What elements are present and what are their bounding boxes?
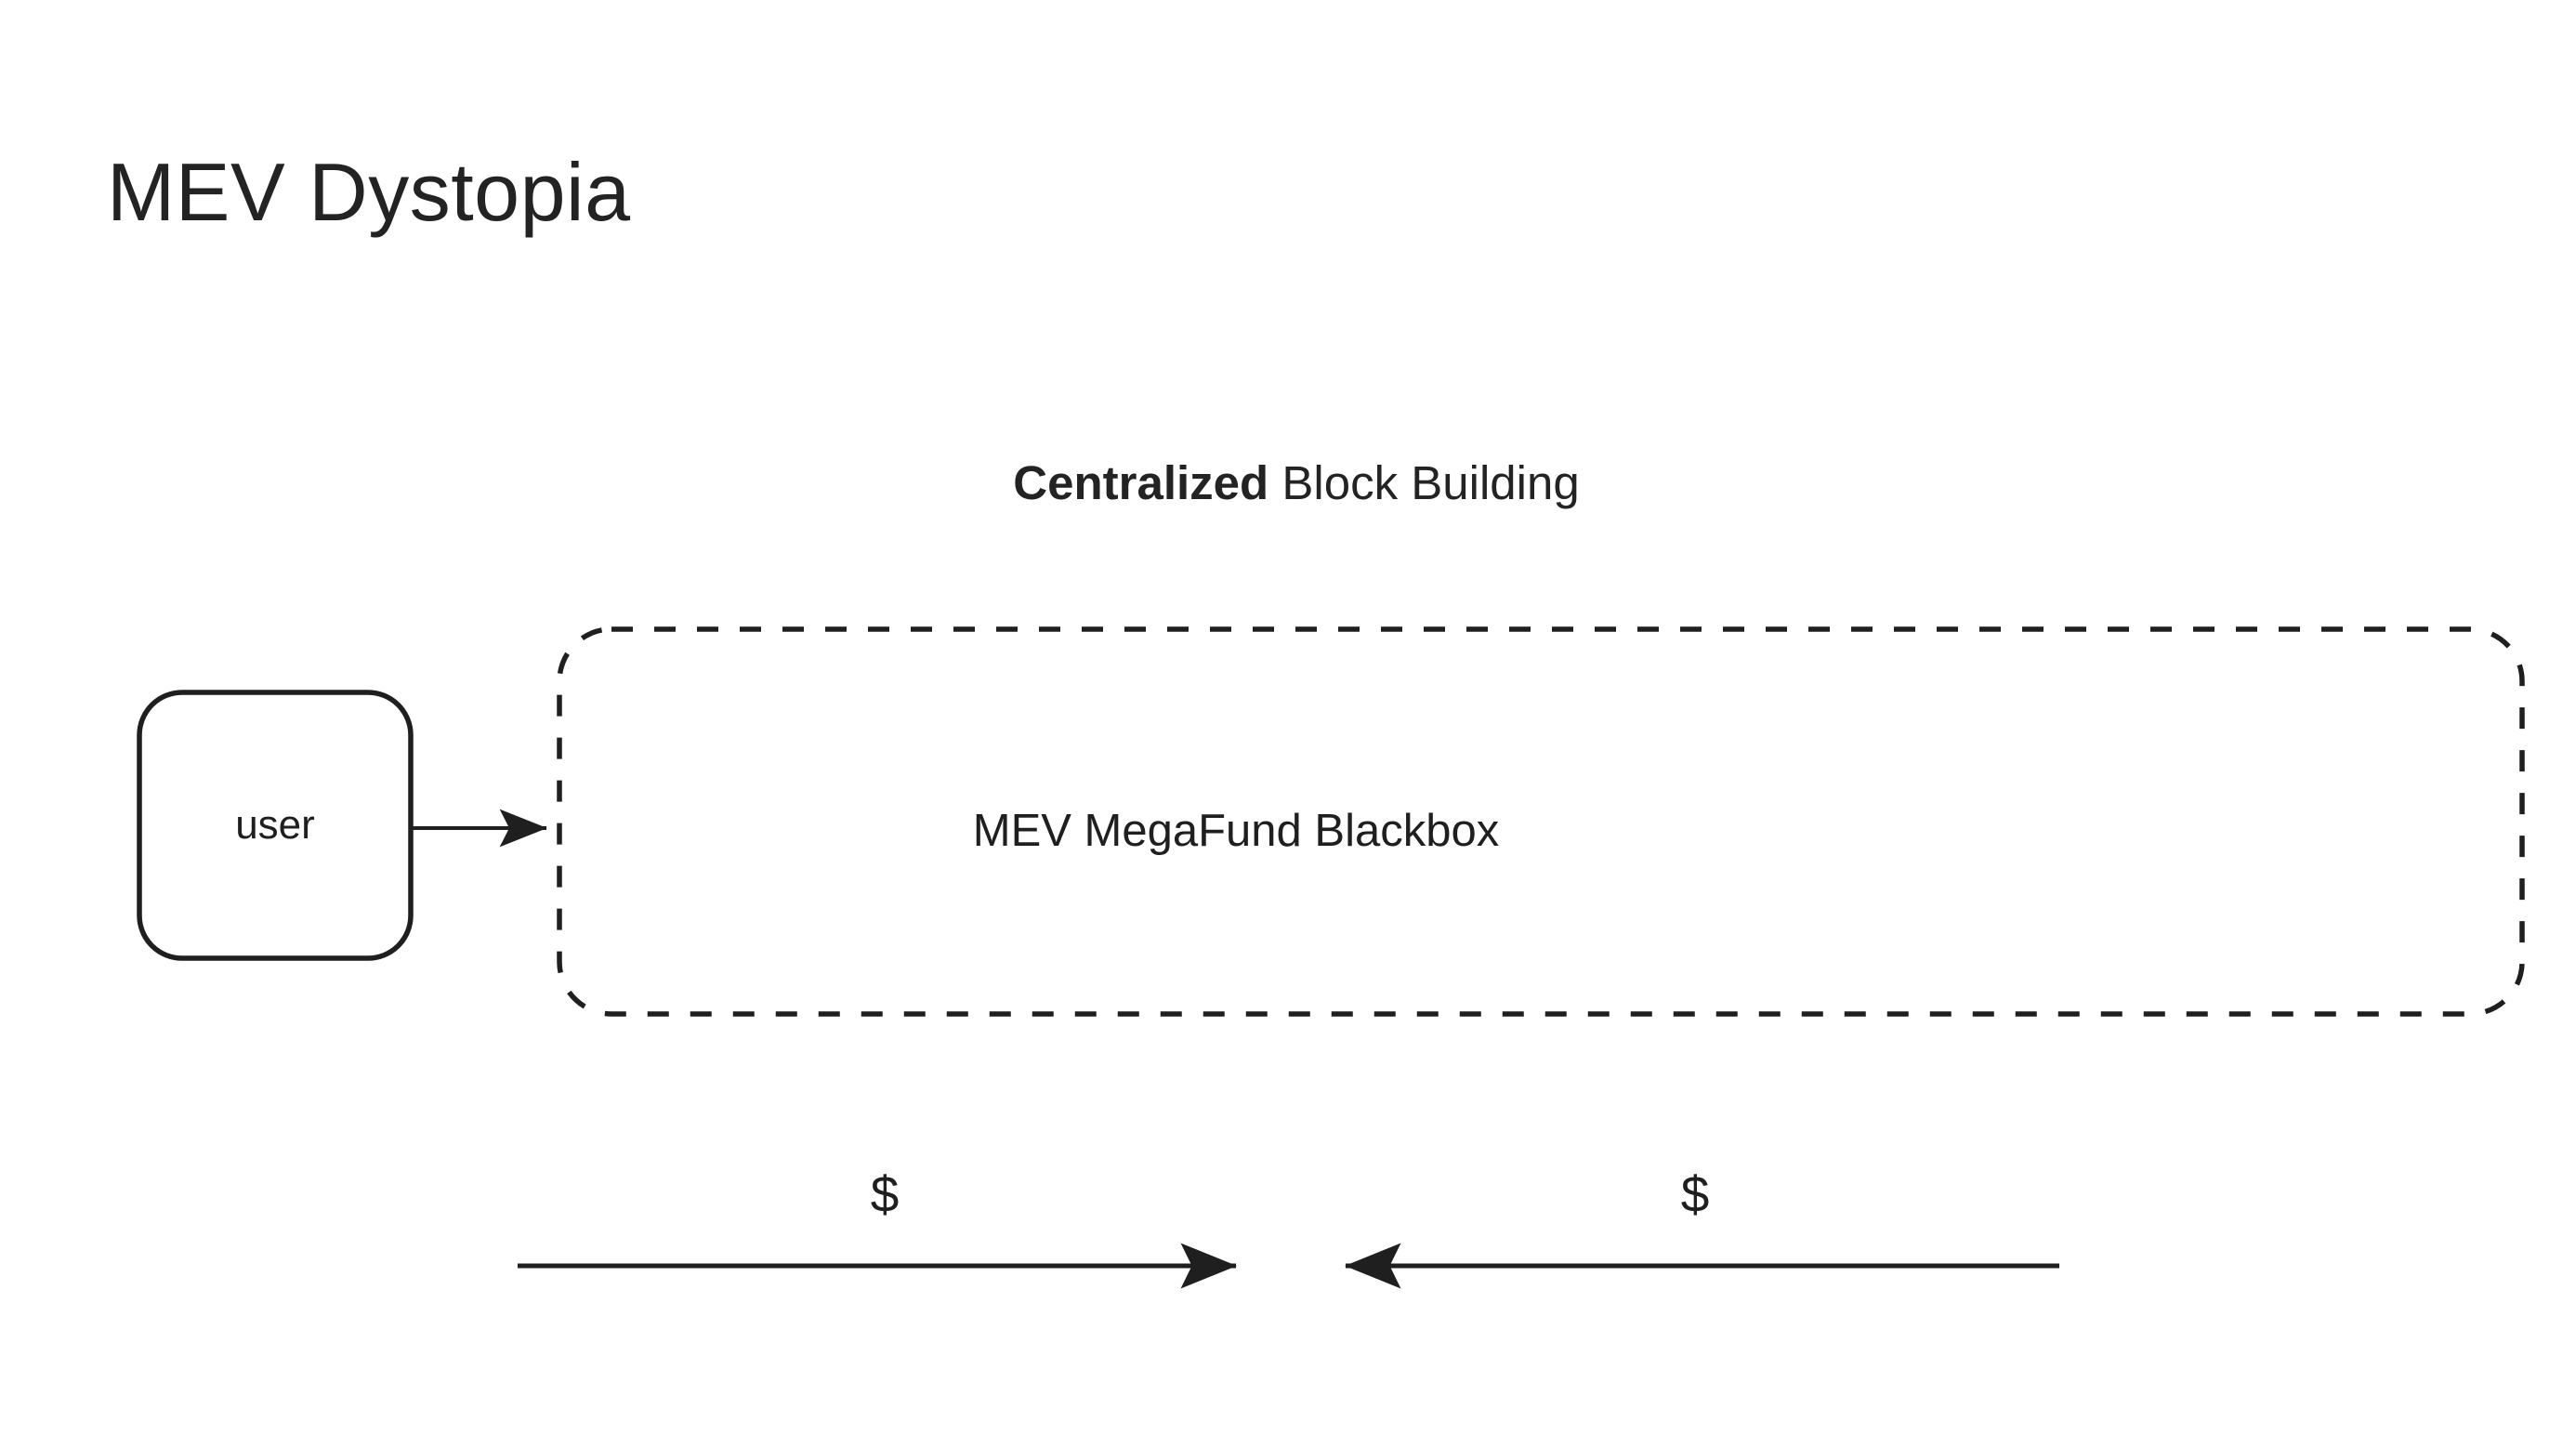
edge-value-in-label: $ — [1680, 1165, 1710, 1223]
section-heading-emphasis: Centralized — [1013, 456, 1269, 509]
edge-value-out-label: $ — [870, 1165, 900, 1223]
node-user-label: user — [235, 802, 315, 848]
page-title: MEV Dystopia — [107, 146, 631, 238]
node-blackbox-label: MEV MegaFund Blackbox — [972, 806, 1500, 856]
section-heading-rest: Block Building — [1268, 456, 1580, 509]
node-user-shape[interactable] — [137, 690, 414, 961]
section-heading: Centralized Block Building — [0, 459, 2576, 507]
